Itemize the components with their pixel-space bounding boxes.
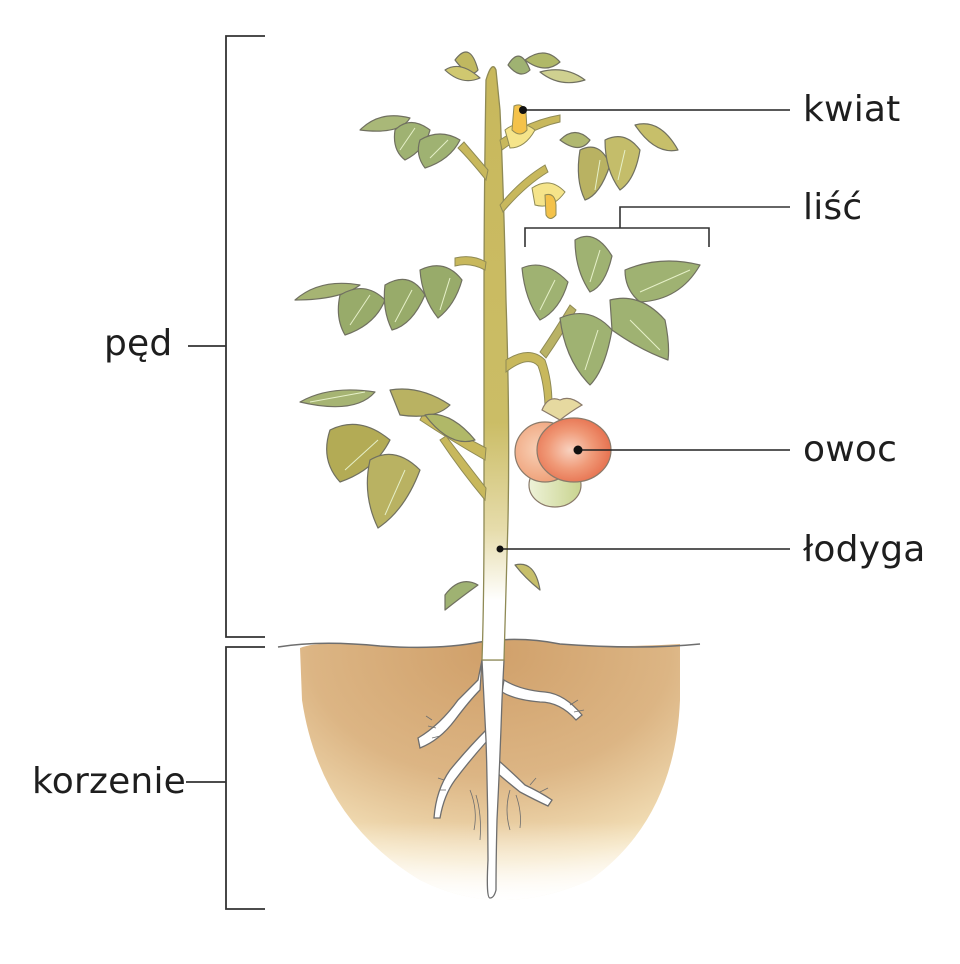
fruit-label: owoc bbox=[803, 429, 898, 470]
leaf-label: liść bbox=[803, 187, 863, 228]
stem-callout-dot bbox=[496, 545, 504, 553]
root-bracket bbox=[186, 646, 265, 910]
roots bbox=[417, 659, 585, 899]
flower-label: kwiat bbox=[803, 89, 901, 130]
stem bbox=[419, 66, 577, 661]
leaves bbox=[294, 51, 701, 611]
root-label: korzenie bbox=[32, 761, 187, 802]
callout-dots bbox=[496, 106, 583, 553]
stem-label: łodyga bbox=[803, 529, 926, 570]
leaf-bracket bbox=[524, 206, 790, 247]
fruit-callout-dot bbox=[573, 445, 583, 455]
shoot-label: pęd bbox=[104, 323, 173, 364]
fruits bbox=[514, 397, 612, 508]
flower-callout-dot bbox=[519, 106, 527, 114]
shoot-bracket bbox=[188, 35, 265, 638]
callout-lines bbox=[500, 109, 790, 550]
